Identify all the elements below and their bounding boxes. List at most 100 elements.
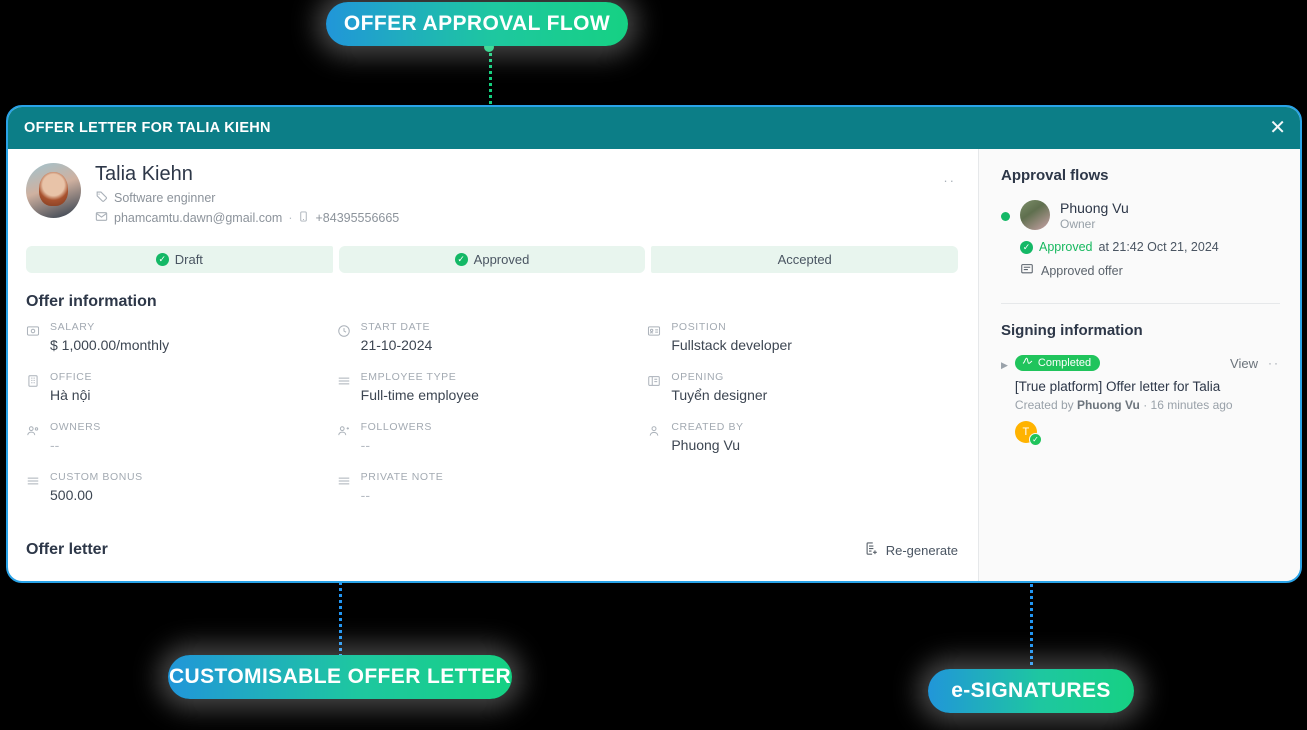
- callout-e-signatures[interactable]: e-SIGNATURES: [928, 669, 1134, 713]
- field-value: --: [360, 487, 370, 503]
- created-suffix: · 16 minutes ago: [1143, 398, 1233, 412]
- connector-approval-top-dot: [484, 42, 494, 52]
- card-body: Talia Kiehn Software enginner: [8, 149, 1300, 581]
- approval-flow-item[interactable]: Phuong Vu Owner: [1001, 200, 1280, 231]
- candidate-contact-row: phamcamtu.dawn@gmail.com · +84395556665: [95, 210, 399, 226]
- candidate-name: Talia Kiehn: [95, 163, 193, 185]
- signing-document-name: [True platform] Offer letter for Talia: [1014, 379, 1221, 394]
- check-icon: ✓: [155, 253, 169, 266]
- signing-overflow-menu[interactable]: ··: [1268, 356, 1280, 370]
- avatar: [26, 163, 81, 218]
- approver-name: Phuong Vu: [1060, 200, 1129, 216]
- offer-information-grid: SALARY$ 1,000.00/monthly START DATE 21-10-…: [26, 321, 958, 503]
- signing-header: Completed View ··: [1014, 355, 1280, 371]
- status-badge: Completed: [1014, 355, 1101, 371]
- approval-status-row: ✓ Approved at 21:42 Oct 21, 2024: [1020, 240, 1280, 254]
- followers-icon: [337, 424, 351, 453]
- offer-letter-row: Offer letter Re-generate: [26, 541, 958, 559]
- field-value: Full-time employee: [360, 387, 479, 403]
- status-step-approved[interactable]: ✓ Approved: [338, 246, 646, 273]
- field-value: 21-10-2024: [360, 337, 433, 353]
- regenerate-label: Re-generate: [885, 542, 958, 558]
- status-step-label: Accepted: [777, 252, 832, 267]
- approval-note-row: Approved offer: [1020, 262, 1280, 279]
- approval-flows-title: Approval flows: [1001, 167, 1109, 184]
- field-value: $ 1,000.00/monthly: [50, 337, 170, 353]
- field-start-date: START DATE 21-10-2024: [337, 321, 648, 353]
- signer-initial: T: [1022, 426, 1030, 438]
- flow-status-dot: [1001, 212, 1010, 221]
- field-created-by: CREATED BY Phuong Vu: [647, 421, 958, 453]
- signing-meta: Created by Phuong Vu · 16 minutes ago: [1015, 398, 1280, 412]
- field-label: EMPLOYEE TYPE: [360, 371, 457, 383]
- signing-details: Completed View ·· [True platform] Offer …: [1014, 355, 1280, 446]
- approver-avatar: [1020, 200, 1050, 230]
- caret-right-icon[interactable]: ▶: [1001, 360, 1008, 370]
- created-prefix: Created by: [1014, 398, 1074, 412]
- list-icon: [337, 374, 351, 403]
- regenerate-button[interactable]: Re-generate: [864, 541, 958, 559]
- view-link[interactable]: View: [1230, 355, 1258, 371]
- callout-customisable-offer-letter[interactable]: CUSTOMISABLE OFFER LETTER: [168, 655, 512, 699]
- callout-offer-approval-flow[interactable]: OFFER APPROVAL FLOW: [326, 2, 628, 46]
- signing-item: ▶ Completed: [1001, 355, 1280, 446]
- status-badge-label: Completed: [1037, 357, 1092, 369]
- status-step-accepted[interactable]: Accepted: [651, 246, 959, 273]
- columns-icon: [647, 374, 661, 403]
- field-label: START DATE: [360, 321, 431, 333]
- profile-overflow-menu[interactable]: ··: [943, 173, 956, 188]
- approver-role: Owner: [1060, 217, 1096, 231]
- field-salary: SALARY$ 1,000.00/monthly: [26, 321, 337, 353]
- offer-letter-title: Offer letter: [26, 541, 108, 558]
- field-label: OPENING: [671, 371, 724, 383]
- signer-avatar[interactable]: T ✓: [1014, 421, 1042, 446]
- callout-label: CUSTOMISABLE OFFER LETTER: [168, 665, 512, 688]
- created-by: Phuong Vu: [1076, 398, 1140, 412]
- check-icon: ✓: [454, 253, 468, 266]
- field-custom-bonus: CUSTOM BONUS 500.00: [26, 471, 337, 503]
- approval-note: Approved offer: [1041, 263, 1123, 278]
- field-private-note: PRIVATE NOTE--: [337, 471, 648, 503]
- card-title: OFFER LETTER FOR TALIA KIEHN: [24, 120, 271, 136]
- field-opening: OPENING Tuyển designer: [647, 371, 958, 403]
- status-steps: ✓ Draft ✓ Approved Accepted: [26, 246, 959, 273]
- building-icon: [26, 374, 40, 403]
- tag-icon: [95, 190, 108, 206]
- phone-icon: [298, 210, 309, 226]
- field-value: --: [50, 437, 60, 453]
- salary-icon: [26, 324, 40, 353]
- field-label: POSITION: [671, 321, 727, 333]
- approval-timestamp: at 21:42 Oct 21, 2024: [1098, 240, 1219, 254]
- contact-separator: ·: [288, 211, 293, 225]
- id-card-icon: [647, 324, 661, 353]
- field-value: --: [360, 437, 370, 453]
- status-step-draft[interactable]: ✓ Draft: [26, 246, 333, 273]
- card-header: OFFER LETTER FOR TALIA KIEHN ✕: [8, 107, 1300, 149]
- user-icon: [647, 424, 661, 453]
- close-icon[interactable]: ✕: [1269, 117, 1286, 139]
- main-pane: Talia Kiehn Software enginner: [8, 149, 978, 581]
- field-label: CREATED BY: [671, 421, 744, 433]
- field-label: FOLLOWERS: [360, 421, 432, 433]
- signing-information-title: Signing information: [1001, 322, 1143, 339]
- field-label: OFFICE: [50, 371, 93, 383]
- candidate-role: Software enginner: [114, 191, 216, 205]
- status-step-label: Approved: [473, 252, 530, 267]
- field-employee-type: EMPLOYEE TYPE Full-time employee: [337, 371, 648, 403]
- offer-letter-card: OFFER LETTER FOR TALIA KIEHN ✕ Talia Kie…: [6, 105, 1302, 583]
- callout-label: e-SIGNATURES: [951, 679, 1111, 702]
- field-value: Tuyển designer: [671, 387, 768, 403]
- document-add-icon: [864, 541, 879, 559]
- field-value: Fullstack developer: [671, 337, 792, 353]
- field-value: Phuong Vu: [671, 437, 741, 453]
- field-owners: OWNERS--: [26, 421, 337, 453]
- field-label: CUSTOM BONUS: [50, 471, 143, 483]
- clock-icon: [337, 324, 351, 353]
- list-icon: [26, 474, 40, 503]
- users-icon: [26, 424, 40, 453]
- field-value: 500.00: [50, 487, 93, 503]
- status-step-label: Draft: [174, 252, 203, 267]
- mail-icon: [95, 210, 108, 226]
- list-icon: [337, 474, 351, 503]
